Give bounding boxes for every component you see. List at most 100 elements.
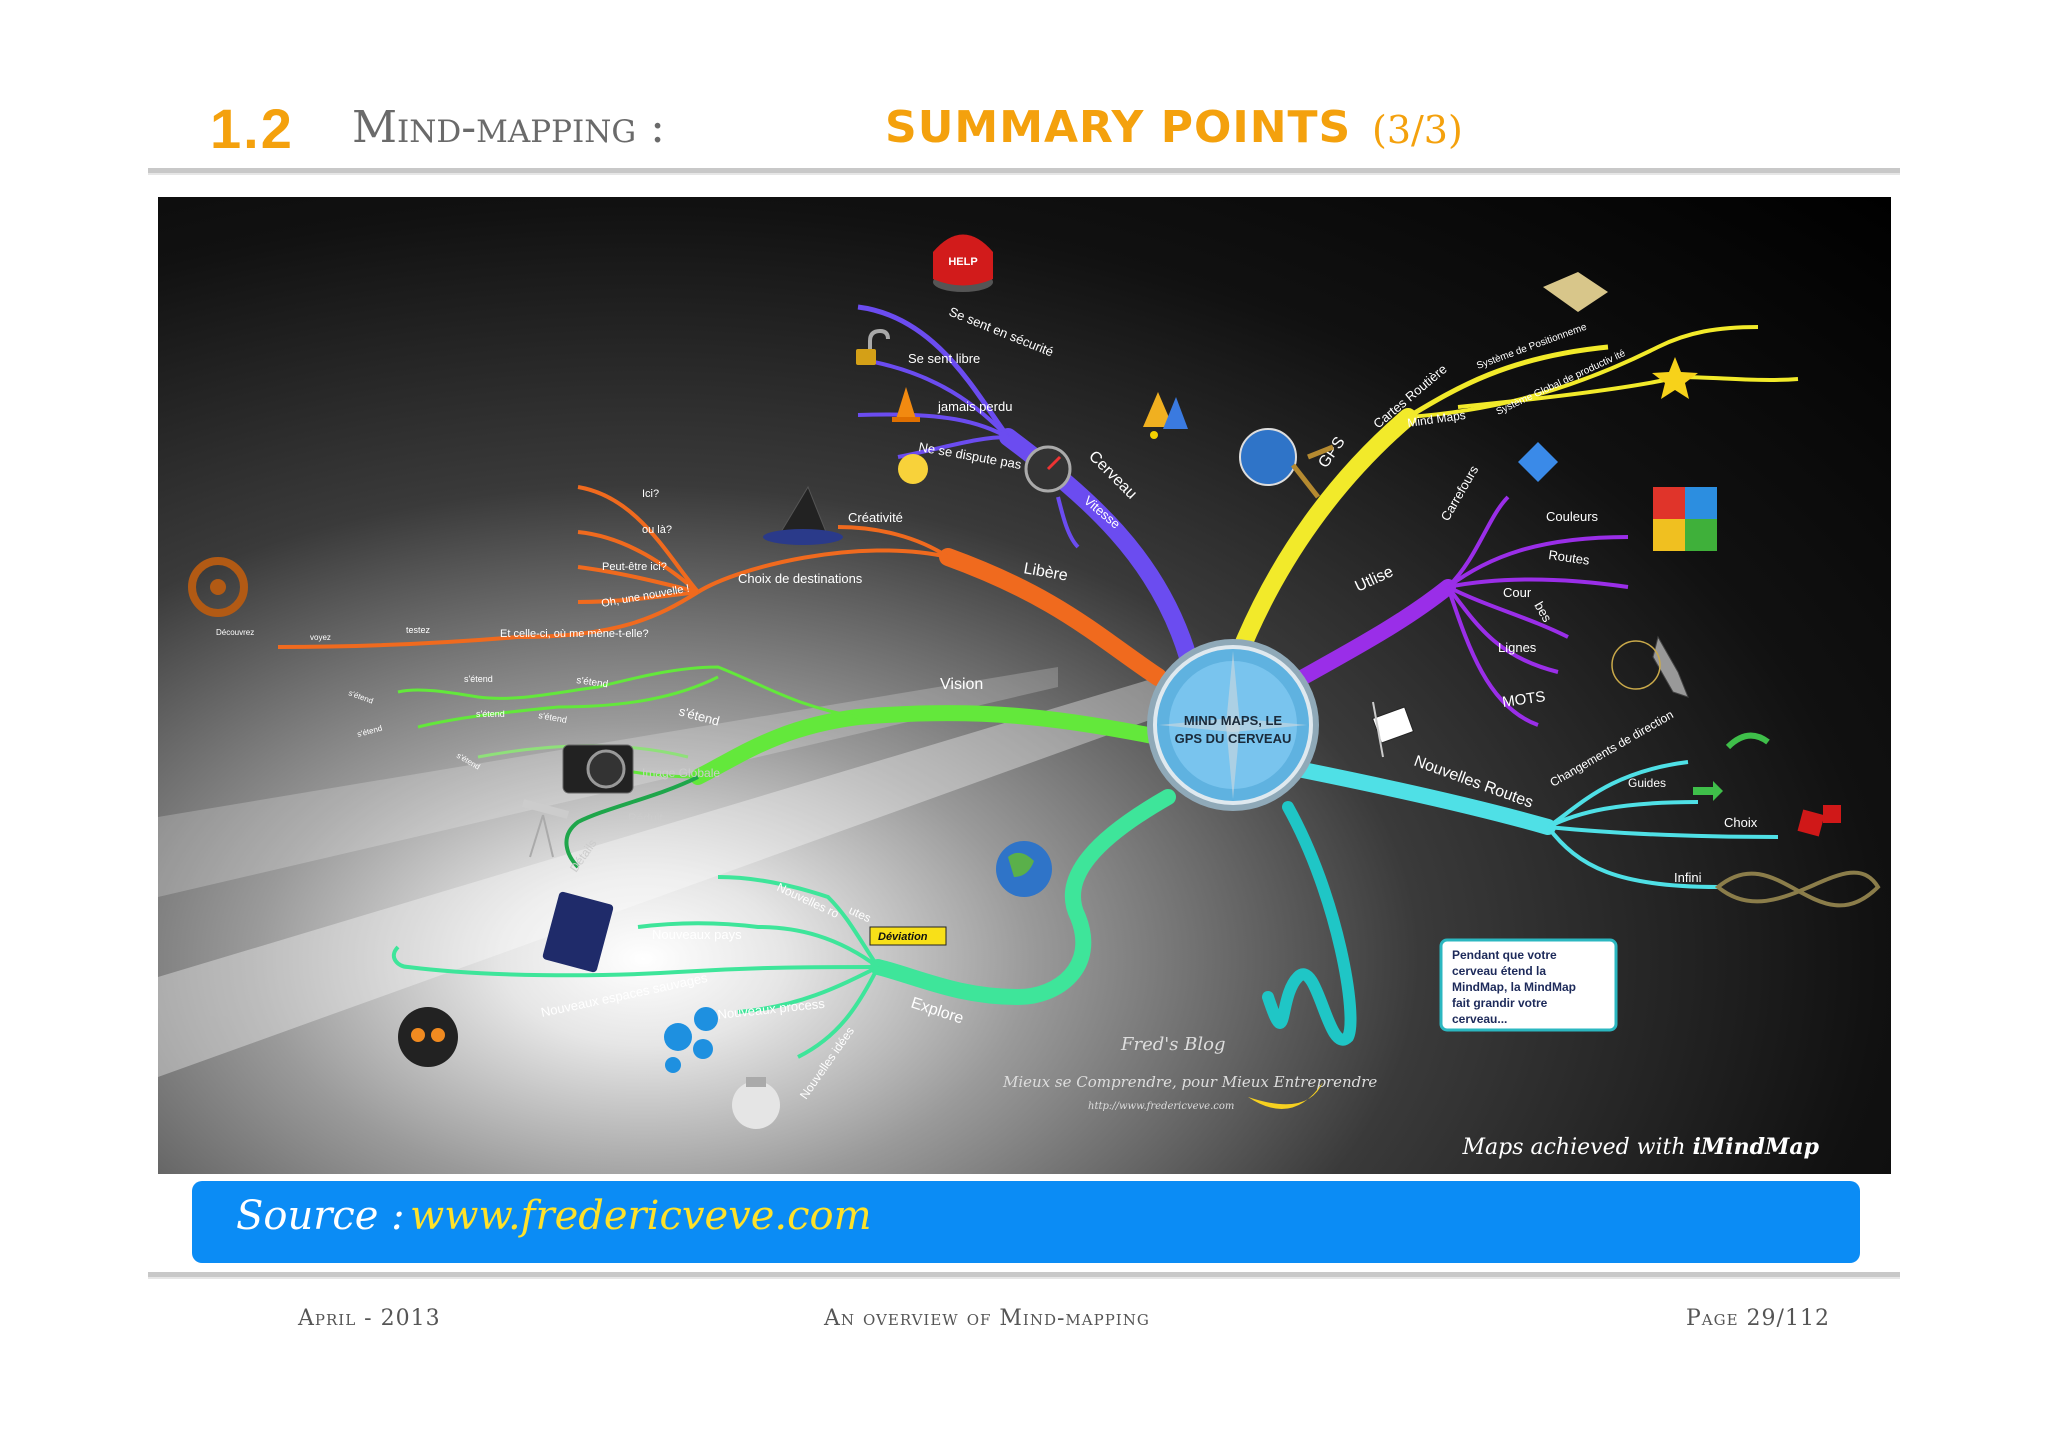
label-libere-item-4: ou là? — [642, 524, 672, 536]
deviation-sign-label: Déviation — [878, 931, 928, 943]
label-vision-item-2: s'étend — [576, 675, 609, 690]
crossroads-arrows-icon — [1518, 442, 1558, 482]
source-link[interactable]: www.fredericveve.com — [410, 1193, 872, 1239]
globe-gps-icon — [1239, 428, 1334, 499]
label-nr-item-4: Infini — [1674, 870, 1702, 885]
branch-vision — [690, 705, 1166, 785]
label-cerveau-item-2: Se sent libre — [908, 351, 980, 366]
label-libere-item-10: Découvrez — [216, 628, 254, 637]
label-libere-item-7: Et celle-ci, où me mène-t-elle? — [500, 628, 649, 640]
gorilla-icon — [398, 1007, 458, 1067]
branch-libere — [939, 548, 1167, 686]
label-vision-item-5: s'étend — [476, 709, 505, 719]
fountain-pen-icon — [1611, 635, 1689, 698]
label-explore-item-4: Nouveaux process — [717, 996, 826, 1022]
label-vision-item-3: s'étend — [464, 674, 493, 684]
blog-title: Fred's Blog — [1120, 1034, 1226, 1055]
ship-wheel-icon — [188, 557, 248, 617]
label-explore: Explore — [909, 995, 966, 1028]
label-utilise-item-5: Lignes — [1498, 640, 1537, 655]
label-utilise-item-2: Couleurs — [1546, 509, 1599, 524]
infinity-curve — [1714, 870, 1881, 908]
molecule-icon — [664, 1007, 718, 1073]
label-vision-item-1: s'étend — [677, 703, 721, 728]
label-utilise: Utlise — [1353, 563, 1397, 595]
callout-line-3: MindMap, la MindMap — [1452, 980, 1576, 994]
traffic-cone-icon — [892, 387, 920, 422]
map-icon — [1543, 272, 1608, 312]
callout-line-1: Pendant que votre — [1452, 948, 1557, 962]
callout-note: Pendant que votre cerveau étend la MindM… — [1439, 938, 1618, 1032]
label-vision-item-7: s'étend — [356, 724, 383, 739]
blog-url: http://www.fredericveve.com — [1088, 1101, 1234, 1112]
callout-line-5: cerveau... — [1452, 1012, 1507, 1026]
blog-tagline: Mieux se Comprendre, pour Mieux Entrepre… — [1002, 1073, 1377, 1091]
section-number: 1.2 — [210, 97, 294, 160]
label-nr-item-3: Choix — [1724, 815, 1758, 830]
telescope-icon — [521, 799, 570, 858]
speedometer-icon — [1024, 445, 1072, 493]
callout-line-4: fait grandir votre — [1452, 996, 1548, 1010]
label-vision-item-6: s'étend — [347, 688, 374, 705]
label-libere-item-8: testez — [406, 625, 431, 635]
checkered-flag-icon — [1371, 701, 1415, 758]
passport-icon — [542, 891, 614, 973]
branch-explore — [870, 789, 1176, 1006]
label-libere-item-5: Peut-être ici? — [602, 561, 667, 573]
section-page-fraction: (3/3) — [1372, 108, 1463, 152]
label-gps-item-2: Système de Positionneme — [1475, 322, 1588, 372]
header-divider — [148, 168, 1900, 175]
banana-icon — [1248, 1082, 1323, 1109]
smiley-icon — [898, 454, 928, 484]
help-button-label: HELP — [948, 256, 977, 268]
source-bar: Source : www.fredericveve.com — [192, 1181, 1860, 1263]
blog-signature: Fred's Blog Mieux se Comprendre, pour Mi… — [1002, 1034, 1377, 1112]
callout-line-2: cerveau étend la — [1452, 964, 1546, 978]
footer-divider — [148, 1272, 1900, 1279]
label-explore-item-2: Nouveaux pays — [652, 927, 742, 942]
footer-page-number: Page 29/112 — [1686, 1306, 1830, 1331]
label-libere-item-1: Créativité — [848, 510, 903, 525]
camera-icon — [562, 744, 634, 794]
wizard-hat-icon — [763, 485, 843, 545]
label-libere-item-9: voyez — [310, 633, 331, 642]
mind-map-image: Cerveau Se sent en sécurité Se sent libr… — [158, 197, 1891, 1174]
label-explore-item-3: Nouveaux espaces sauvages — [540, 970, 710, 1020]
light-bulb-icon — [732, 1077, 780, 1129]
star-icon — [1652, 357, 1698, 399]
center-line-2: GPS DU CERVEAU — [1175, 731, 1292, 746]
label-utilise-item-3: Routes — [1548, 547, 1591, 568]
map-credit-app: iMindMap — [1692, 1134, 1819, 1160]
source-label: Source : — [236, 1193, 405, 1239]
label-libere-item-3: Ici? — [642, 488, 659, 500]
label-vision-item-9: Image Globale — [642, 766, 720, 780]
map-credit-prefix: Maps achieved with — [1462, 1135, 1686, 1160]
section-subtitle: SUMMARY POINTS — [885, 102, 1352, 153]
map-credit: Maps achieved with iMindMap — [1462, 1134, 1819, 1160]
label-vision-item-4: s'étend — [538, 710, 568, 725]
center-compass: MIND MAPS, LE GPS DU CERVEAU — [1147, 639, 1319, 811]
center-line-1: MIND MAPS, LE — [1184, 713, 1283, 728]
label-nr-item-2: Guides — [1628, 776, 1666, 790]
label-cerveau-item-3: jamais perdu — [937, 399, 1012, 414]
label-utilise-item-6: MOTS — [1501, 688, 1546, 711]
deviation-sign: Déviation — [869, 926, 947, 946]
label-vision-item-10: Réduit — [628, 811, 663, 825]
u-turn-arrow-icon — [1725, 732, 1770, 750]
footer-title: An overview of Mind-mapping — [824, 1306, 1150, 1331]
label-libere-item-2: Choix de destinations — [738, 571, 863, 586]
label-utilise-item-4: Cour — [1503, 585, 1532, 600]
label-utilise-item-1: Carrefours — [1438, 462, 1482, 523]
dice-icon — [1797, 805, 1841, 837]
branch-gps — [1229, 408, 1417, 666]
branch-nouvelles-routes — [1280, 759, 1556, 835]
padlock-icon — [856, 328, 890, 365]
help-button-icon: HELP — [933, 234, 993, 292]
earth-globe-icon — [996, 841, 1052, 897]
party-hats-icon — [1143, 392, 1188, 439]
label-vision: Vision — [940, 676, 983, 693]
section-topic: Mind-mapping : — [352, 102, 665, 153]
footer-date: April - 2013 — [298, 1306, 441, 1331]
puzzle-pieces-icon — [1653, 487, 1717, 551]
label-libere: Libère — [1022, 560, 1069, 584]
